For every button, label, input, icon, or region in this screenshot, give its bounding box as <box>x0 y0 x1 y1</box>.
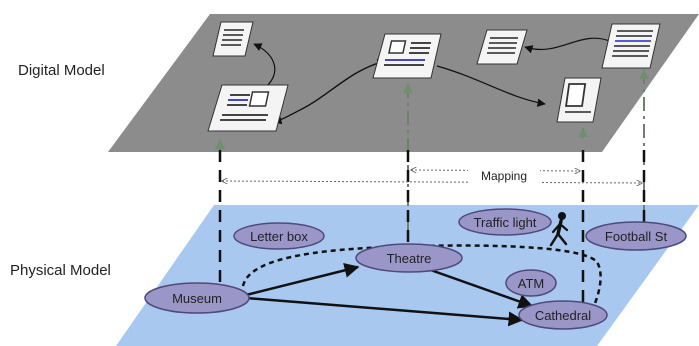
document-icon <box>372 33 442 79</box>
vertical-connectors <box>215 69 649 307</box>
walking-person-icon <box>549 212 569 247</box>
node-traffic-light[interactable]: Traffic light <box>458 208 552 236</box>
mapping-arrows: Mapping <box>222 166 642 184</box>
node-label-football-st: Football St <box>605 229 668 244</box>
node-label-cathedral: Cathedral <box>535 308 591 323</box>
node-label-theatre: Theatre <box>387 251 432 266</box>
node-label-letter-box: Letter box <box>250 229 308 244</box>
node-label-museum: Museum <box>172 291 222 306</box>
document-icon <box>556 77 602 123</box>
document-icon <box>207 84 289 132</box>
node-label-traffic-light: Traffic light <box>474 215 537 230</box>
node-letter-box[interactable]: Letter box <box>233 222 325 250</box>
digital-model-label: Digital Model <box>18 62 105 79</box>
node-label-atm: ATM <box>518 276 544 291</box>
node-museum[interactable]: Museum <box>144 282 250 314</box>
document-icon <box>601 23 661 69</box>
node-atm[interactable]: ATM <box>505 269 557 297</box>
walking-route <box>241 244 602 311</box>
node-cathedral[interactable]: Cathedral <box>518 300 608 330</box>
document-icon <box>476 29 528 65</box>
node-theatre[interactable]: Theatre <box>355 243 463 273</box>
node-football-st[interactable]: Football St <box>585 221 687 251</box>
document-icon <box>212 21 254 57</box>
physical-model-label: Physical Model <box>10 262 111 279</box>
physical-links <box>245 262 534 327</box>
mapping-label: Mapping <box>481 169 527 183</box>
